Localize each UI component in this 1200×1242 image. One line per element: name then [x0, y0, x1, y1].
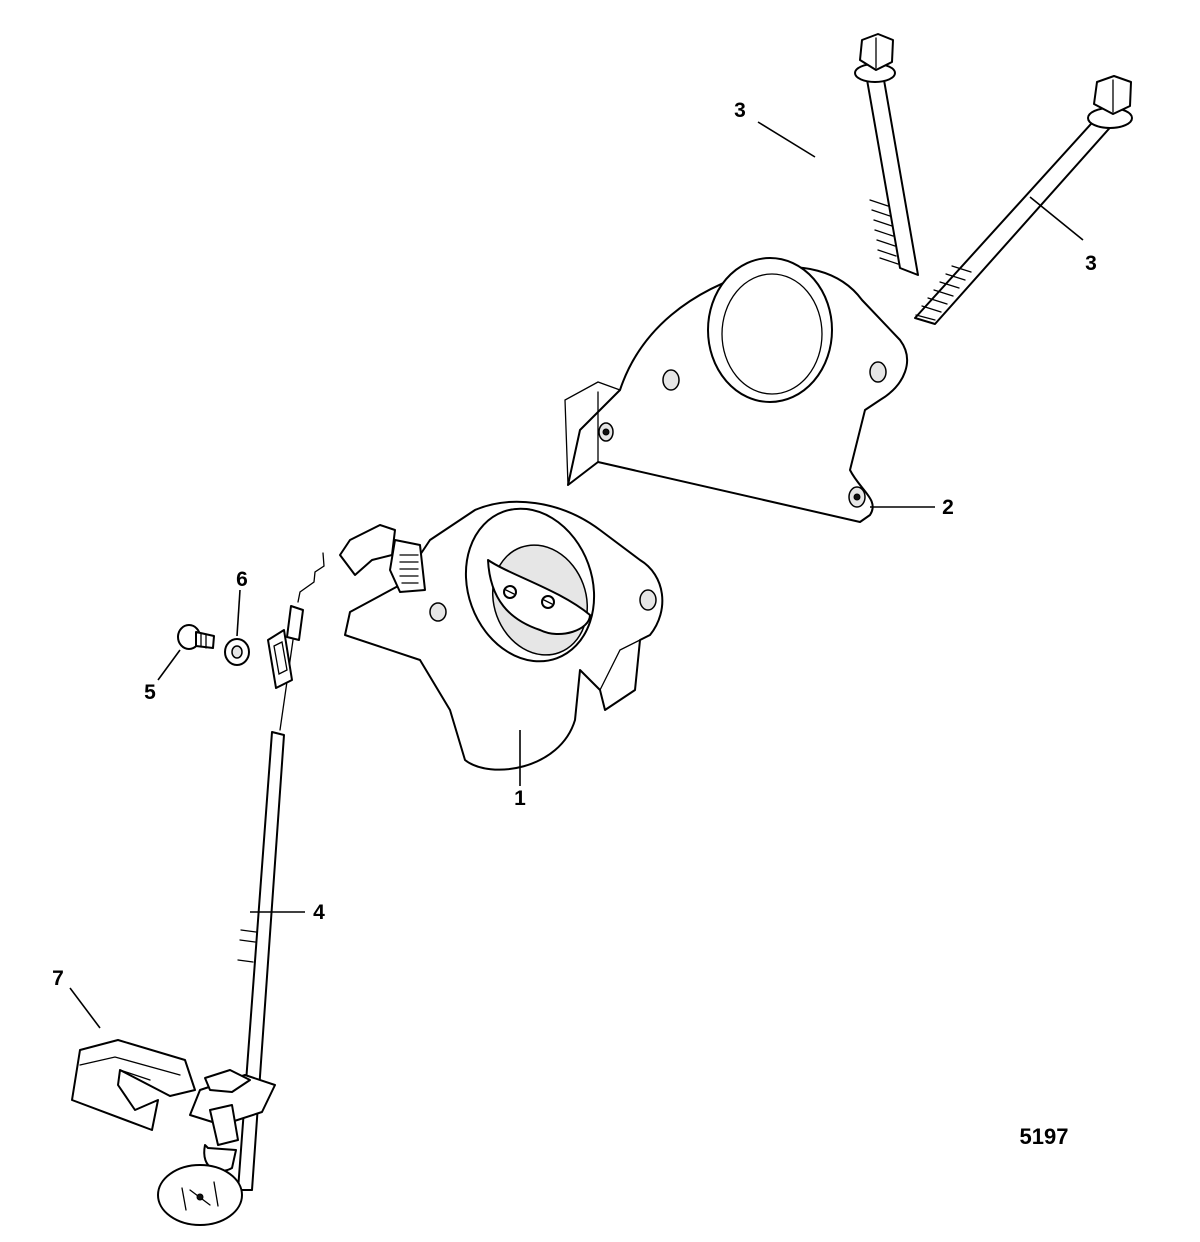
callout-4: 4	[313, 901, 325, 924]
bracket	[71, 1039, 196, 1131]
callout-3a: 3	[734, 99, 746, 122]
callout-7: 7	[52, 967, 64, 990]
callout-1: 1	[514, 787, 526, 810]
choke-housing	[339, 500, 664, 771]
leader-3a	[757, 121, 816, 158]
bolt-left	[854, 33, 919, 276]
leader-7	[69, 987, 101, 1029]
callout-3b: 3	[1085, 252, 1097, 275]
mounting-plate	[564, 257, 909, 523]
figure-number: 5197	[1020, 1124, 1069, 1149]
choke-cable	[157, 552, 325, 1226]
washer	[224, 638, 250, 666]
leader-3b	[1029, 196, 1084, 241]
callout-2: 2	[942, 496, 954, 519]
callout-6: 6	[236, 568, 248, 591]
bolt-right	[914, 75, 1133, 325]
callout-5: 5	[144, 681, 156, 704]
cable-clip	[267, 629, 293, 689]
leader-5	[157, 649, 181, 681]
screw	[177, 624, 215, 650]
leader-6	[236, 589, 241, 637]
